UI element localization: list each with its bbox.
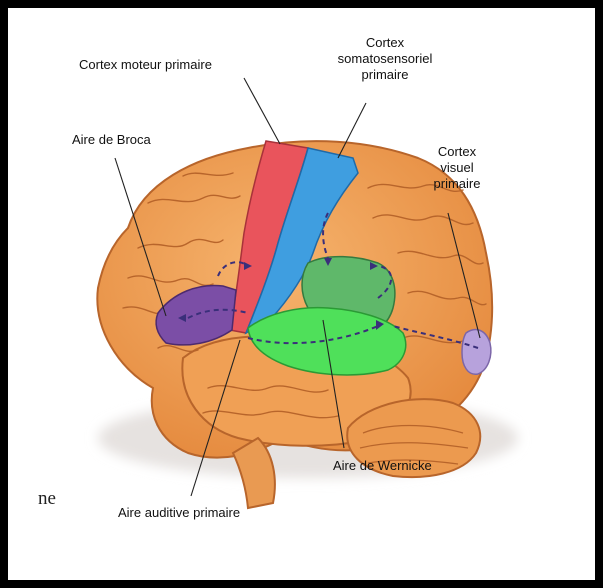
label-visual-line1: Cortex [427,144,487,160]
image-frame: Cortex moteur primaire Cortex somatosens… [8,8,595,580]
label-somato-line1: Cortex [330,35,440,51]
leader-motor [244,78,280,144]
visual-cortex-area [462,330,491,375]
label-visual-line3: primaire [427,176,487,192]
label-somatosensory-cortex: Cortex somatosensoriel primaire [330,35,440,83]
label-somato-line2: somatosensoriel [330,51,440,67]
label-wernicke: Aire de Wernicke [333,458,432,474]
stray-text-fragment: ne [38,488,56,510]
label-visual-cortex: Cortex visuel primaire [427,144,487,192]
label-visual-line2: visuel [427,160,487,176]
label-broca: Aire de Broca [72,132,151,148]
brain-diagram [8,8,595,580]
label-auditory: Aire auditive primaire [118,505,240,521]
label-somato-line3: primaire [330,67,440,83]
label-motor-cortex: Cortex moteur primaire [79,57,212,73]
